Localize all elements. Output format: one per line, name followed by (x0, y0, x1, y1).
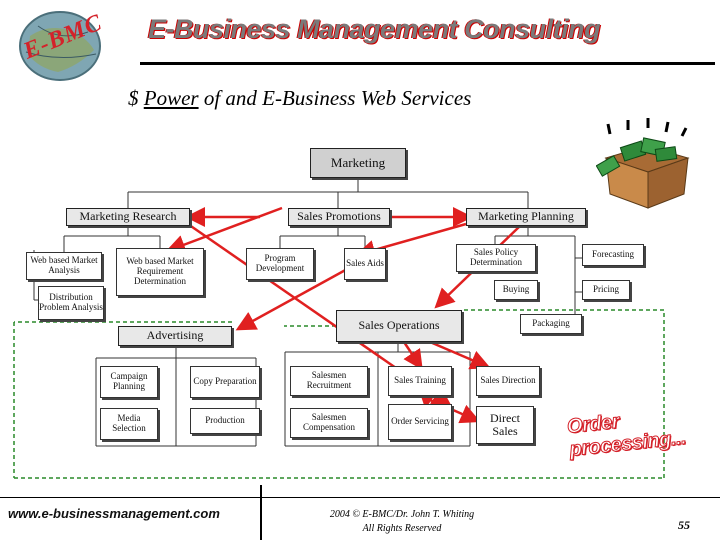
node-web-market-analysis: Web based Market Analysis (26, 252, 102, 280)
node-forecasting: Forecasting (582, 244, 644, 266)
node-program-development: Program Development (246, 248, 314, 280)
globe-logo-icon (8, 6, 108, 84)
node-marketing-research: Marketing Research (66, 208, 190, 226)
footer-url-link[interactable]: www.e-businessmanagement.com (8, 506, 220, 521)
copyright-line-2: All Rights Reserved (362, 523, 442, 534)
footer-vertical-divider (260, 485, 262, 540)
copyright-line-1: 2004 © E-BMC/Dr. John T. Whiting (329, 509, 475, 520)
node-salesmen-recruitment: Salesmen Recruitment (290, 366, 368, 396)
title-rule (140, 62, 715, 65)
subtitle-prefix: $ (128, 86, 144, 110)
node-campaign-planning: Campaign Planning (100, 366, 158, 398)
node-media-selection: Media Selection (100, 408, 158, 440)
node-copy-preparation: Copy Preparation (190, 366, 260, 398)
node-sales-promotions: Sales Promotions (288, 208, 390, 226)
node-order-servicing: Order Servicing (388, 404, 452, 440)
node-packaging: Packaging (520, 314, 582, 334)
node-sales-aids: Sales Aids (344, 248, 386, 280)
node-buying: Buying (494, 280, 538, 300)
node-distribution-problem-analysis: Distribution Problem Analysis (38, 286, 104, 320)
node-marketing: Marketing (310, 148, 406, 178)
page-subtitle: $ Power of and E-Business Web Services (128, 86, 471, 111)
node-sales-operations: Sales Operations (336, 310, 462, 342)
subtitle-underlined: Power (143, 86, 199, 110)
page-title: E-Business Management Consulting (148, 14, 601, 44)
node-sales-direction: Sales Direction (476, 366, 540, 396)
node-sales-policy: Sales Policy Determination (456, 244, 536, 272)
node-production: Production (190, 408, 260, 434)
node-pricing: Pricing (582, 280, 630, 300)
node-direct-sales: Direct Sales (476, 406, 534, 444)
footer-divider (0, 497, 720, 498)
money-box-icon (595, 118, 696, 210)
node-salesmen-compensation: Salesmen Compensation (290, 408, 368, 438)
node-web-market-requirement: Web based Market Requirement Determinati… (116, 248, 204, 296)
node-marketing-planning: Marketing Planning (466, 208, 586, 226)
node-sales-training: Sales Training (388, 366, 452, 396)
subtitle-rest: of and E-Business Web Services (198, 86, 472, 110)
node-advertising: Advertising (118, 326, 232, 346)
page-number: 55 (678, 518, 690, 532)
footer-copyright: 2004 © E-BMC/Dr. John T. Whiting All Rig… (292, 508, 512, 536)
